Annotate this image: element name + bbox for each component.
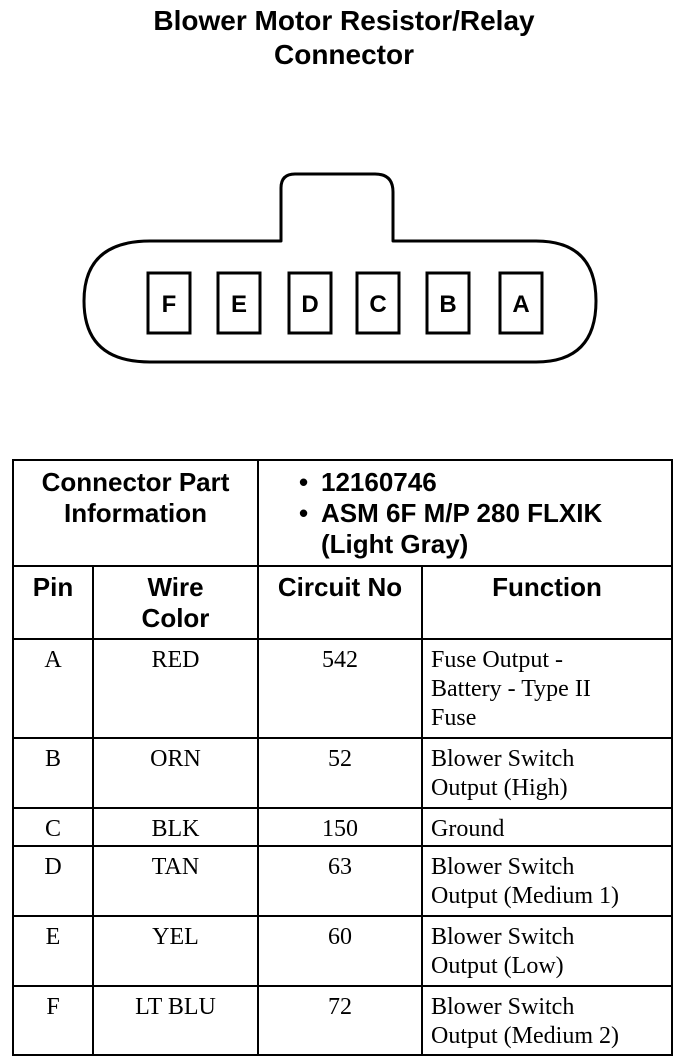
wire-color-cell: YEL (92, 915, 259, 987)
part-info-value: • 12160746 • ASM 6F M/P 280 FLXIK (Light G… (256, 459, 674, 567)
function-line: Blower Switch (431, 924, 575, 950)
circuit-no-cell: 60 (257, 915, 423, 987)
function-line: Output (Medium 2) (431, 1023, 619, 1049)
cavity-label-a: A (512, 291, 529, 318)
wire-color-cell: RED (92, 638, 259, 739)
part-info-label-line-1: Connector Part (41, 467, 230, 497)
function-line: Blower Switch (431, 994, 575, 1020)
header-wire-color: Wire Color (92, 565, 259, 640)
pin-cell: B (12, 737, 94, 809)
pin-cell: C (12, 807, 94, 847)
part-info-row: Connector Part Information • 12160746 • AS… (12, 459, 674, 567)
function-line: Output (Medium 1) (431, 883, 619, 909)
function-cell: Ground (420, 807, 674, 847)
cavity-label-f: F (162, 291, 177, 318)
header-wire-color-line-1: Wire (147, 572, 204, 602)
cavity-b (425, 271, 471, 335)
circuit-no-cell: 52 (257, 737, 423, 809)
pin-cell: D (12, 845, 94, 917)
cavity-label-e: E (231, 291, 247, 318)
pin-cell: A (12, 638, 94, 739)
part-description: ASM 6F M/P 280 FLXIK (321, 498, 603, 528)
function-line: Output (High) (431, 775, 568, 801)
connector-info-table: Connector Part Information • 12160746 • AS… (12, 459, 674, 1056)
cavity-c (355, 271, 401, 335)
cavity-e (216, 271, 262, 335)
part-info-label: Connector Part Information (12, 459, 259, 567)
bullet-icon: • (299, 498, 309, 528)
part-info-label-line-2: Information (64, 498, 207, 528)
pin-cell: E (12, 915, 94, 987)
function-line: Ground (431, 816, 505, 842)
function-line: Blower Switch (431, 854, 575, 880)
title-line-2: Connector (274, 39, 414, 70)
function-line: Battery - Type II (431, 676, 591, 702)
circuit-no-cell: 542 (257, 638, 423, 739)
diagram-title: Blower Motor Resistor/Relay Connector (0, 4, 688, 72)
header-function: Function (420, 565, 674, 640)
pin-cell: F (12, 985, 94, 1056)
function-line: Output (Low) (431, 953, 564, 979)
bullet-icon: • (299, 467, 309, 497)
wire-color-cell: ORN (92, 737, 259, 809)
header-wire-color-line-2: Color (141, 603, 210, 633)
header-circuit-no: Circuit No (257, 565, 423, 640)
cavity-label-c: C (369, 291, 386, 318)
cavity-f (146, 271, 192, 335)
part-color: (Light Gray) (321, 529, 469, 559)
header-pin: Pin (12, 565, 94, 640)
cavity-label-d: D (301, 291, 318, 318)
function-line: Fuse (431, 705, 477, 731)
function-cell: Fuse Output - Battery - Type II Fuse (420, 638, 674, 739)
cavity-d (287, 271, 333, 335)
cavity-label-b: B (439, 291, 456, 318)
cavity-a (498, 271, 544, 335)
circuit-no-cell: 150 (257, 807, 423, 847)
function-line: Blower Switch (431, 746, 575, 772)
title-line-1: Blower Motor Resistor/Relay (153, 5, 535, 36)
header-row: Pin Wire Color Circuit No Function (12, 565, 674, 640)
part-number: 12160746 (321, 467, 437, 497)
connector-outline (82, 172, 598, 364)
circuit-no-cell: 72 (257, 985, 423, 1056)
circuit-no-cell: 63 (257, 845, 423, 917)
function-line: Fuse Output - (431, 647, 563, 673)
wire-color-cell: TAN (92, 845, 259, 917)
wire-color-cell: LT BLU (92, 985, 259, 1056)
wire-color-cell: BLK (92, 807, 259, 847)
